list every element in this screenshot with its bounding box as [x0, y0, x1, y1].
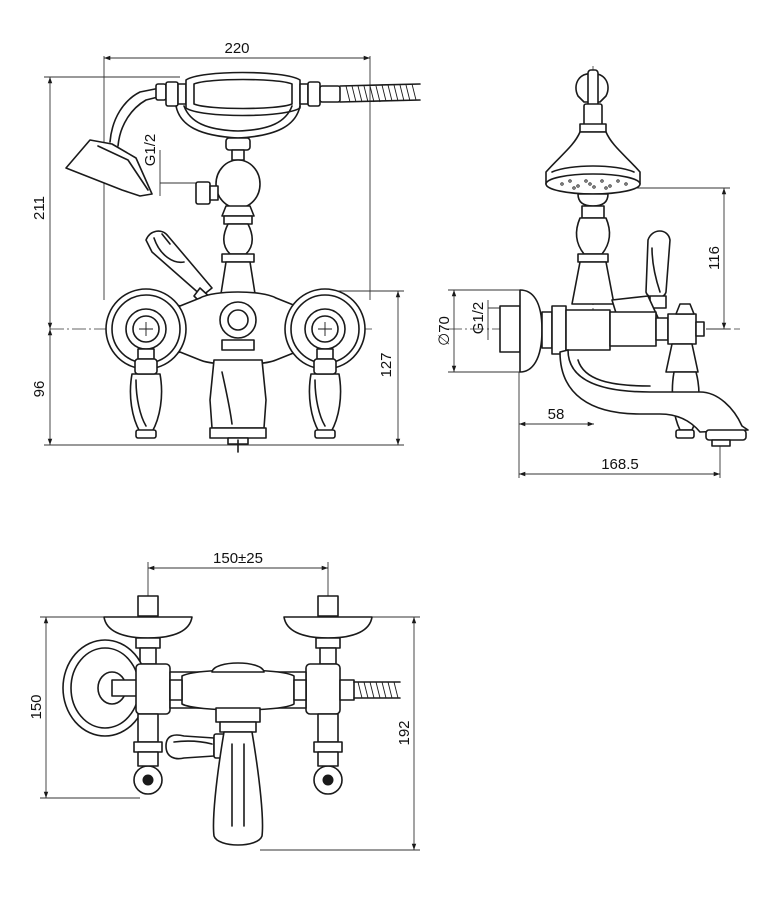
dim-label-right-depth: 192: [396, 720, 413, 745]
top-right-handle: [313, 713, 343, 795]
dim-label-height: 211: [31, 196, 48, 220]
side-spout: [559, 349, 749, 447]
thread-label-front: G1/2: [142, 134, 159, 167]
dim-label-outlet-height: 127: [378, 352, 395, 377]
top-spout: [212, 707, 264, 846]
front-spout: [209, 359, 267, 453]
dim-label-left-depth: 150: [28, 694, 45, 719]
thread-label-side: G1/2: [470, 302, 487, 335]
side-view: ∅70 G1/2 116 58 168.5: [436, 66, 749, 478]
dim-label-centers: 150±25: [213, 550, 263, 567]
dim-label-lower-height: 96: [31, 381, 48, 398]
top-body: [135, 662, 355, 715]
side-shower-bell: [545, 131, 641, 195]
side-wall-flange: [499, 289, 611, 373]
side-valve: [609, 303, 705, 439]
mixer-body: [149, 291, 327, 366]
dim-label-wall-offset: 58: [548, 406, 565, 423]
central-column: [195, 137, 261, 301]
shower-hose: [339, 83, 421, 103]
dim-label-shower-height: 116: [706, 246, 723, 270]
dim-label-diameter: ∅70: [436, 316, 453, 346]
shower-cradle: [165, 71, 341, 139]
hand-shower-head: [65, 83, 167, 197]
top-diverter-lever: [165, 733, 229, 760]
dim-label-total-depth: 168.5: [601, 456, 639, 473]
dim-label-width: 220: [224, 40, 249, 57]
top-hose: [353, 681, 401, 699]
left-valve: [105, 288, 187, 439]
front-view: 220 211 96 127 G1/2: [31, 40, 421, 453]
side-hook: [575, 69, 609, 133]
top-view: 150±25 150 192: [28, 550, 420, 851]
top-left-handle: [133, 713, 163, 795]
top-left-wall-plate: [103, 595, 193, 665]
top-right-wall-plate: [283, 595, 373, 665]
right-valve: [284, 288, 366, 439]
side-column: [571, 193, 615, 305]
